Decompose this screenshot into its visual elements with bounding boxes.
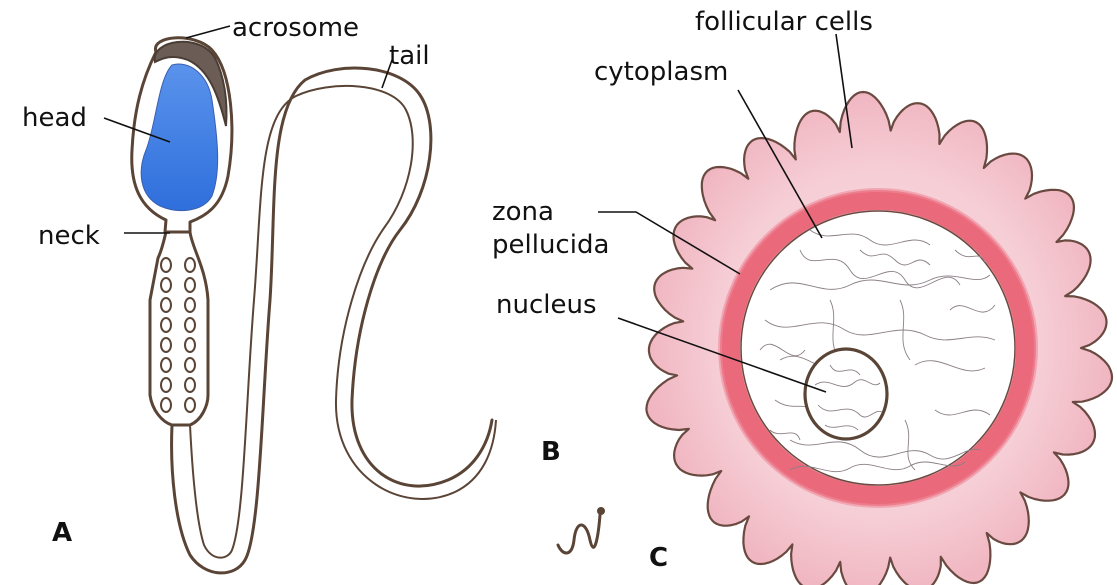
label-zona-line1: zona (492, 197, 554, 227)
label-tail: tail (389, 41, 430, 71)
label-head: head (22, 103, 87, 133)
panel-label-b: B (541, 437, 561, 467)
sperm-tail-outer (172, 68, 492, 573)
panel-label-a: A (52, 518, 72, 548)
panel-label-c: C (649, 543, 668, 573)
label-nucleus: nucleus (496, 290, 597, 320)
label-cytoplasm: cytoplasm (594, 57, 728, 87)
label-follicular-cells: follicular cells (695, 7, 873, 37)
cytoplasm-area (741, 211, 1015, 485)
label-zona-line2: pellucida (492, 230, 609, 260)
small-sperm-icon (558, 507, 605, 553)
label-neck: neck (38, 221, 100, 251)
mitochondria (161, 258, 195, 412)
sperm-tail-inner (190, 86, 496, 558)
ovum-cell (646, 92, 1112, 585)
acrosome-leader (186, 26, 230, 38)
label-acrosome: acrosome (232, 13, 359, 43)
sperm-midpiece (150, 232, 208, 425)
sperm-head-nucleus (141, 64, 218, 211)
sperm-cell (132, 38, 496, 573)
